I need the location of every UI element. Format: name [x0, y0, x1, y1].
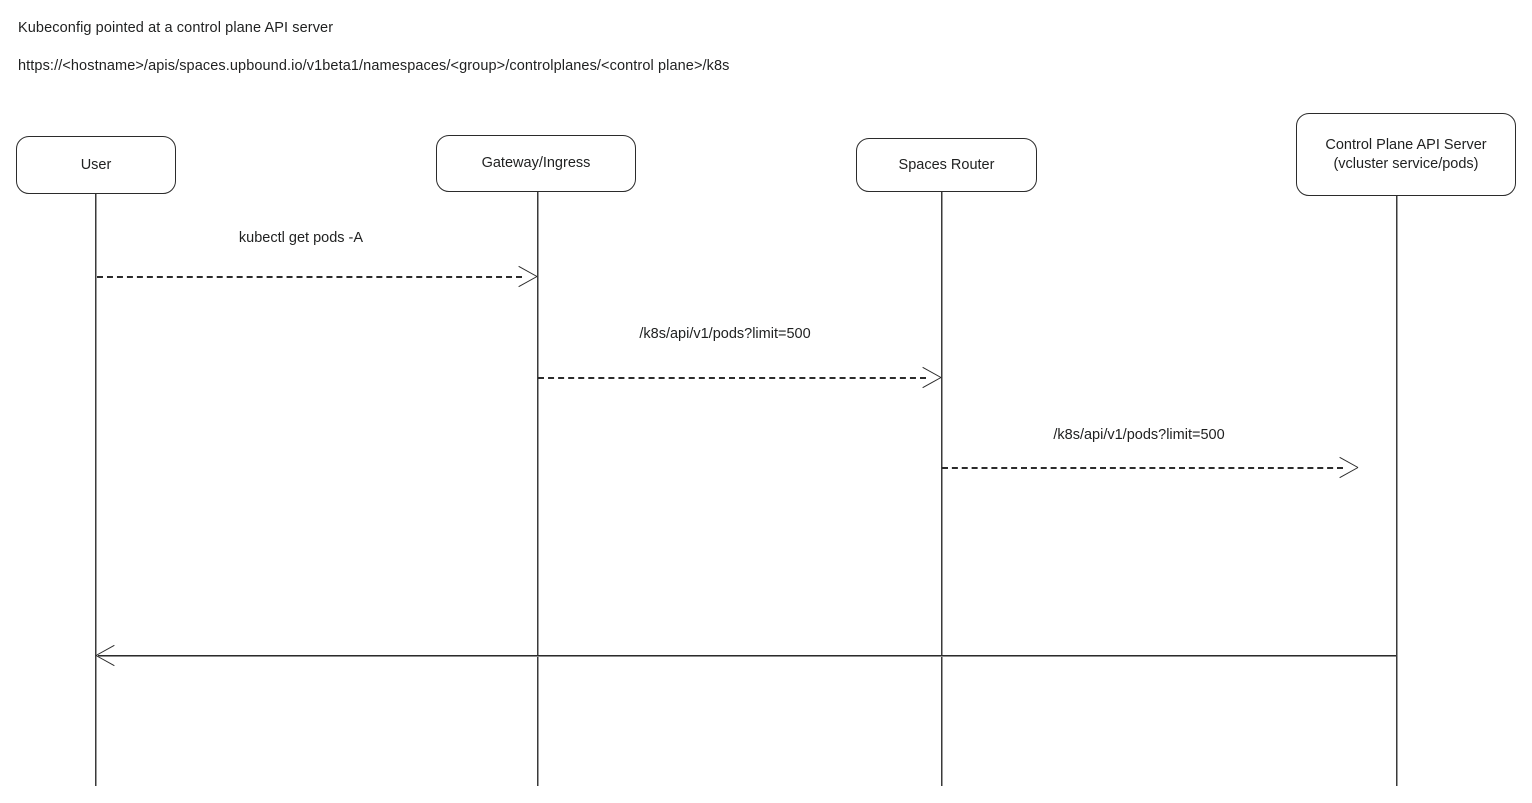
participant-label-line1-gateway: Gateway/Ingress	[481, 155, 591, 172]
participant-label-line1-control-plane: Control Plane API Server	[1325, 136, 1487, 153]
message-line-msg-router-to-control-plane	[942, 467, 1343, 469]
participant-label-gateway: Gateway/Ingress	[482, 154, 591, 173]
participant-label-spaces-router: Spaces Router	[899, 156, 995, 175]
participant-label-control-plane: Control Plane API Server (vcluster servic…	[1325, 136, 1486, 173]
participant-label-line1-user: User	[80, 156, 112, 173]
header-line-url: https://<hostname>/apis/spaces.upbound.i…	[18, 58, 730, 74]
message-line-msg-gateway-to-router	[538, 377, 926, 379]
header-line-kubeconfig: Kubeconfig pointed at a control plane AP…	[18, 20, 334, 36]
lifeline-spaces-router	[941, 192, 943, 786]
participant-control-plane[interactable]: Control Plane API Server (vcluster servic…	[1296, 113, 1516, 196]
message-label-msg-router-to-control-plane: /k8s/api/v1/pods?limit=500	[1053, 427, 1225, 443]
participant-label-user: User	[81, 156, 112, 175]
participant-label-line2-control-plane: (vcluster service/pods)	[1333, 155, 1479, 172]
message-label-msg-gateway-to-router: /k8s/api/v1/pods?limit=500	[639, 326, 811, 342]
participant-gateway[interactable]: Gateway/Ingress	[436, 135, 636, 192]
participant-label-line1-spaces-router: Spaces Router	[898, 156, 995, 173]
lifeline-control-plane	[1396, 196, 1398, 786]
participant-user[interactable]: User	[16, 136, 176, 194]
lifeline-gateway	[537, 192, 539, 786]
message-label-msg-kubectl-get-pods: kubectl get pods -A	[238, 230, 364, 246]
message-line-msg-kubectl-get-pods	[97, 276, 522, 278]
lifeline-user	[95, 194, 97, 786]
message-line-msg-response-to-user	[98, 655, 1396, 657]
participant-spaces-router[interactable]: Spaces Router	[856, 138, 1037, 192]
